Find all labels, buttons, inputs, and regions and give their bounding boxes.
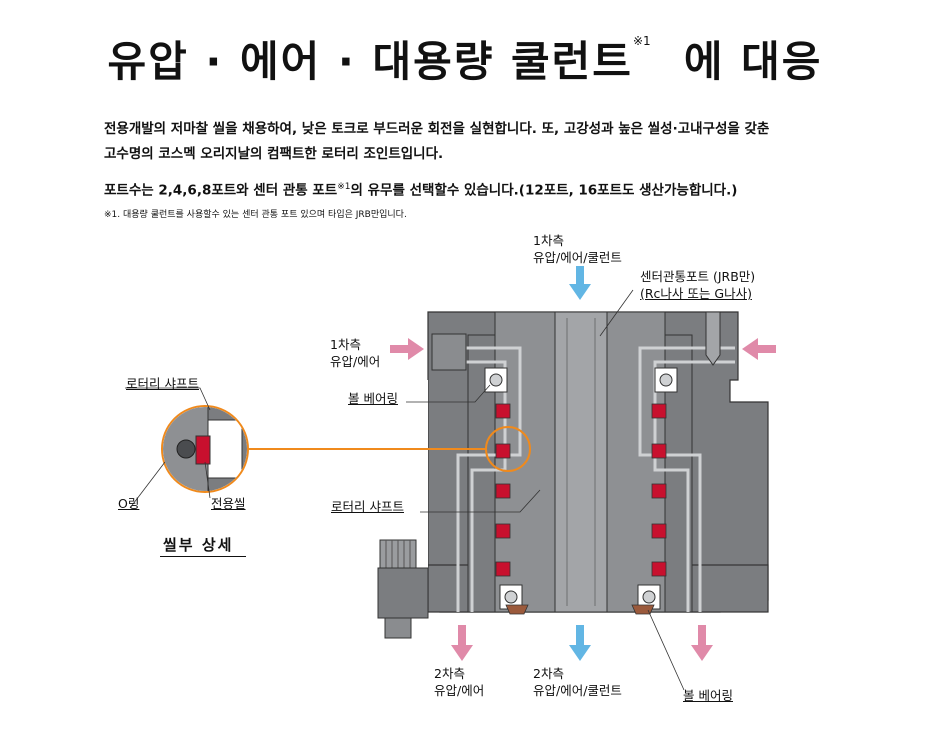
title-tail: 에 대응: [683, 37, 823, 86]
seal-detail-title: 씰부 상세: [163, 536, 234, 554]
label-o-ring: O링: [118, 496, 140, 511]
label-center-port: 센터관통포트 (JRB만) (Rc나사 또는 G나사): [640, 268, 755, 302]
label-ball-bearing-bottom: 볼 베어링: [683, 688, 733, 703]
ball-bearing-bottom: [499, 584, 661, 615]
description-line-3: 포트수는 2,4,6,8포트와 센터 관통 포트※1의 유무를 선택할수 있습니…: [104, 175, 737, 204]
mounting-bolt: [377, 539, 429, 639]
arrow-secondary-left: [451, 625, 473, 661]
label-primary-top: 1차측 유압/에어/쿨런트: [533, 232, 622, 266]
description-line-1: 전용개발의 저마찰 씰을 채용하여, 낮은 토크로 부드러운 회전을 실현합니다…: [104, 121, 770, 137]
passage-right: [638, 346, 735, 612]
leader-special-seal: [204, 461, 211, 499]
center-bore: [554, 311, 608, 613]
label-primary-top-1: 1차측: [533, 233, 564, 248]
label-rotary-shaft-mid: 로터리 샤프트: [331, 499, 404, 514]
leader-ball-bearing-bottom: [647, 609, 685, 691]
description-line-3a: 포트수는 2,4,6,8포트와 센터 관통 포트: [104, 182, 338, 199]
label-secondary-left: 2차측 유압/에어: [434, 665, 484, 699]
title-footnote-mark: ※1: [632, 34, 651, 48]
label-primary-left-2: 유압/에어: [330, 354, 381, 369]
description-footnote-mark: ※1: [337, 182, 351, 192]
label-secondary-left-2: 유압/에어: [434, 683, 485, 698]
seal-column-left: [495, 403, 511, 577]
arrow-secondary-right: [691, 625, 713, 661]
label-primary-left: 1차측 유압/에어: [330, 336, 380, 370]
right-port: [705, 311, 721, 366]
seal-detail-underline: [160, 556, 246, 557]
label-rotary-shaft-detail: 로터리 샤프트: [126, 376, 199, 391]
arrow-primary-top: [569, 266, 591, 300]
description-line-2: 고수명의 코스멕 오리지날의 컴팩트한 로터리 조인트입니다.: [104, 146, 444, 162]
leader-detail-shaft: [125, 387, 211, 411]
seal-column-right: [651, 403, 667, 577]
description-line-3b: 의 유무를 선택할수 있습니다.(12포트, 16포트도 생산가능합니다.): [350, 182, 738, 199]
left-port: [431, 333, 467, 371]
ball-bearing-top: [484, 367, 678, 393]
label-center-port-2: (Rc나사 또는 G나사): [640, 286, 752, 301]
arrow-primary-right: [742, 338, 776, 360]
label-secondary-center: 2차측 유압/에어/쿨런트: [533, 665, 622, 699]
leader-rotary-shaft-mid: [420, 489, 541, 513]
label-primary-left-1: 1차측: [330, 337, 361, 352]
passage-left: [436, 346, 522, 612]
footnote: ※1. 대용량 쿨런트를 사용할수 있는 센터 관통 포트 있으며 타입은 JR…: [104, 210, 407, 220]
label-ball-bearing-top: 볼 베어링: [348, 391, 398, 406]
leader-center-port: [599, 289, 634, 337]
label-secondary-left-1: 2차측: [434, 666, 465, 681]
page-title: 유압 · 에어 · 대용량 쿨런트※1 에 대응: [0, 28, 930, 89]
label-special-seal: 전용씰: [211, 496, 246, 511]
leader-ball-bearing-top: [406, 384, 491, 403]
arrow-secondary-center: [569, 625, 591, 661]
label-secondary-center-1: 2차측: [533, 666, 564, 681]
leader-o-ring: [129, 461, 166, 509]
label-secondary-center-2: 유압/에어/쿨런트: [533, 683, 622, 698]
arrow-primary-left: [390, 338, 424, 360]
label-primary-top-2: 유압/에어/쿨런트: [533, 250, 622, 265]
seal-detail-view: [161, 405, 249, 493]
label-center-port-1: 센터관통포트 (JRB만): [640, 269, 756, 284]
title-main: 유압 · 에어 · 대용량 쿨런트: [107, 37, 633, 86]
